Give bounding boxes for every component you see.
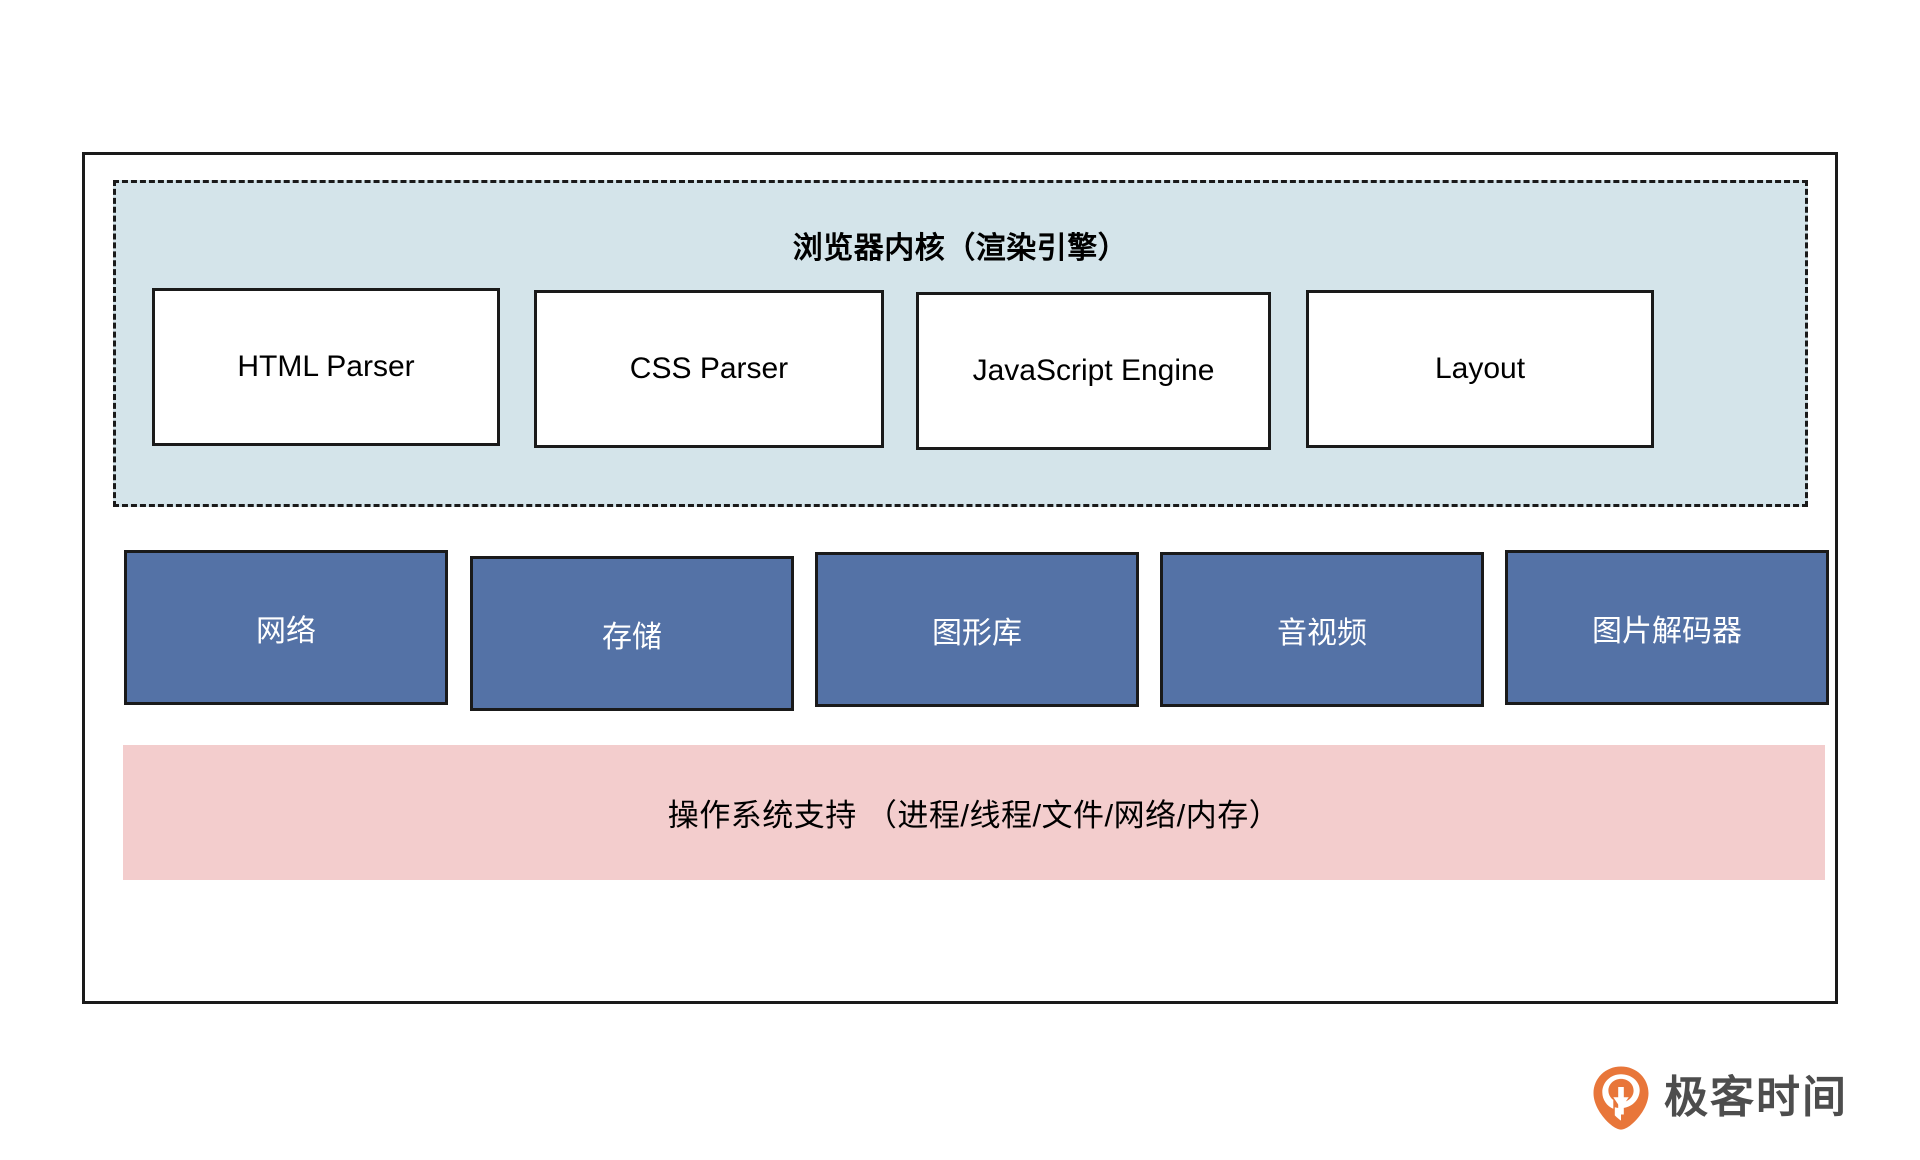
platform-box-label: 存储 — [602, 620, 662, 654]
engine-module-layout: Layout — [1306, 290, 1654, 448]
engine-module-label: CSS Parser — [629, 352, 789, 385]
engine-module-label: JavaScript Engine — [972, 354, 1215, 387]
platform-box-label: 音视频 — [1277, 616, 1367, 650]
render-engine-title: 浏览器内核（渲染引擎） — [792, 232, 1129, 265]
platform-box-label: 网络 — [256, 614, 316, 648]
platform-box-label: 图片解码器 — [1592, 614, 1742, 648]
engine-module-label: Layout — [1434, 352, 1526, 385]
brand-name: 极客时间 — [1664, 1073, 1848, 1122]
platform-box-storage: 存储 — [470, 556, 794, 711]
os-support-label: 操作系统支持 （进程/线程/文件/网络/内存） — [667, 798, 1281, 833]
brand-logo: 极客时间 — [1592, 1066, 1848, 1130]
engine-module-label: HTML Parser — [237, 350, 415, 383]
platform-box-label: 图形库 — [932, 616, 1022, 650]
geek-time-pin-icon — [1593, 1066, 1649, 1130]
engine-module-css-parser: CSS Parser — [534, 290, 884, 448]
engine-module-html-parser: HTML Parser — [152, 288, 500, 446]
platform-box-image-decoder: 图片解码器 — [1505, 550, 1829, 705]
platform-box-audio-video: 音视频 — [1160, 552, 1484, 707]
platform-service-row: 网络 存储 图形库 音视频 图片解码器 — [85, 550, 1835, 730]
engine-module-javascript-engine: JavaScript Engine — [916, 292, 1271, 450]
platform-box-network: 网络 — [124, 550, 448, 705]
render-engine-group: 浏览器内核（渲染引擎） HTML Parser CSS Parser JavaS… — [113, 180, 1808, 507]
architecture-diagram-frame: 浏览器内核（渲染引擎） HTML Parser CSS Parser JavaS… — [82, 152, 1838, 1004]
os-support-bar: 操作系统支持 （进程/线程/文件/网络/内存） — [123, 745, 1825, 880]
platform-box-graphics-library: 图形库 — [815, 552, 1139, 707]
engine-module-row: HTML Parser CSS Parser JavaScript Engine… — [116, 288, 1805, 473]
